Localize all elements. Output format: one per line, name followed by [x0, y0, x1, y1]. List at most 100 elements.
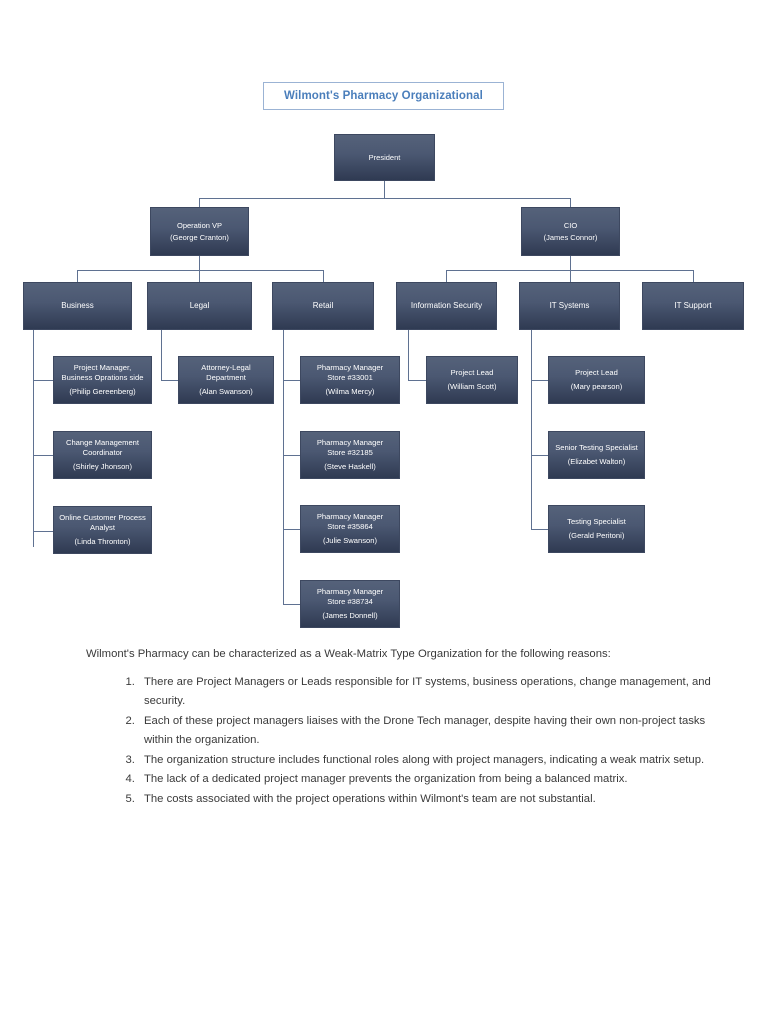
- list-item: There are Project Managers or Leads resp…: [138, 673, 718, 712]
- connector-operationvp-down: [199, 256, 200, 270]
- connector-infosec-stub-1: [408, 380, 426, 381]
- node-infosec-project-lead[interactable]: Project Lead (William Scott): [426, 356, 518, 404]
- node-pharmacy-manager-33001[interactable]: Pharmacy Manager Store #33001 (Wilma Mer…: [300, 356, 400, 404]
- connector-to-it-systems: [570, 270, 571, 282]
- node-senior-testing-specialist[interactable]: Senior Testing Specialist (Elizabet Walt…: [548, 431, 645, 479]
- node-business-2-line2: Coordinator: [82, 448, 123, 458]
- node-president-role: President: [368, 152, 401, 162]
- node-retail-label: Retail: [312, 300, 334, 310]
- node-it-support-label: IT Support: [674, 300, 712, 310]
- connector-to-it-support: [693, 270, 694, 282]
- node-operation-vp[interactable]: Operation VP (George Cranton): [150, 207, 249, 256]
- node-itsys-3-name: (Gerald Peritoni): [568, 530, 625, 540]
- node-testing-specialist[interactable]: Testing Specialist (Gerald Peritoni): [548, 505, 645, 553]
- node-cio-role: CIO: [563, 220, 578, 230]
- node-it-systems[interactable]: IT Systems: [519, 282, 620, 330]
- connector-business-spine: [33, 330, 34, 547]
- connector-itsystems-stub-1: [531, 380, 548, 381]
- node-business[interactable]: Business: [23, 282, 132, 330]
- node-retail-4-name: (James Donnell): [322, 610, 378, 620]
- node-retail-2-line2: Store #32185: [327, 448, 373, 458]
- node-retail-1-name: (Wilma Mercy): [325, 386, 375, 396]
- connector-retail-stub-2: [283, 455, 300, 456]
- chart-title-box: Wilmont's Pharmacy Organizational: [263, 82, 504, 110]
- node-itsys-2-line1: Senior Testing Specialist: [555, 443, 638, 453]
- node-business-1-name: (Philip Gereenberg): [69, 386, 136, 396]
- node-business-project-manager[interactable]: Project Manager, Business Oprations side…: [53, 356, 152, 404]
- node-president[interactable]: President: [334, 134, 435, 181]
- node-legal-1-line2: Department: [206, 373, 246, 383]
- node-business-3-line2: Analyst: [90, 523, 115, 533]
- node-retail-2-name: (Steve Haskell): [324, 461, 376, 471]
- connector-business-stub-3: [33, 531, 53, 532]
- node-legal[interactable]: Legal: [147, 282, 252, 330]
- connector-business-stub-2: [33, 455, 53, 456]
- connector-itsystems-spine: [531, 330, 532, 529]
- node-online-customer-process-analyst[interactable]: Online Customer Process Analyst (Linda T…: [53, 506, 152, 554]
- connector-itsystems-stub-2: [531, 455, 548, 456]
- node-retail-3-line1: Pharmacy Manager: [316, 512, 384, 522]
- connector-legal-stub-1: [161, 380, 178, 381]
- connector-to-information-security: [446, 270, 447, 282]
- node-retail-1-line1: Pharmacy Manager: [316, 363, 384, 373]
- node-itsys-2-name: (Elizabet Walton): [567, 456, 626, 466]
- list-item: The organization structure includes func…: [138, 751, 718, 770]
- connector-president-down: [384, 181, 385, 198]
- node-information-security[interactable]: Information Security: [396, 282, 497, 330]
- reasons-list: There are Project Managers or Leads resp…: [104, 673, 718, 809]
- node-retail-1-line2: Store #33001: [327, 373, 373, 383]
- node-business-2-name: (Shirley Jhonson): [72, 461, 133, 471]
- connector-retail-stub-4: [283, 604, 300, 605]
- connector-tier1-bus: [199, 198, 570, 199]
- node-cio-name: (James Connor): [543, 232, 598, 242]
- list-item: The lack of a dedicated project manager …: [138, 770, 718, 789]
- node-retail-4-line1: Pharmacy Manager: [316, 587, 384, 597]
- node-operation-vp-role: Operation VP: [176, 220, 223, 230]
- node-infosec-1-name: (William Scott): [447, 381, 497, 391]
- node-business-1-line2: Business Oprations side: [61, 373, 144, 383]
- node-retail-3-name: (Julie Swanson): [322, 535, 378, 545]
- node-operation-vp-name: (George Cranton): [170, 232, 229, 242]
- node-it-systems-label: IT Systems: [549, 300, 590, 310]
- connector-to-legal: [199, 270, 200, 282]
- connector-retail-spine: [283, 330, 284, 604]
- list-item: Each of these project managers liaises w…: [138, 712, 718, 751]
- connector-retail-stub-1: [283, 380, 300, 381]
- connector-cio-bus: [446, 270, 693, 271]
- list-item: The costs associated with the project op…: [138, 790, 718, 809]
- node-it-support[interactable]: IT Support: [642, 282, 744, 330]
- node-itsys-1-name: (Mary pearson): [570, 381, 623, 391]
- node-pharmacy-manager-35864[interactable]: Pharmacy Manager Store #35864 (Julie Swa…: [300, 505, 400, 553]
- connector-retail-stub-3: [283, 529, 300, 530]
- node-business-3-name: (Linda Thronton): [74, 536, 131, 546]
- connector-infosec-spine: [408, 330, 409, 380]
- node-change-management-coordinator[interactable]: Change Management Coordinator (Shirley J…: [53, 431, 152, 479]
- node-legal-label: Legal: [189, 300, 210, 310]
- node-pharmacy-manager-32185[interactable]: Pharmacy Manager Store #32185 (Steve Has…: [300, 431, 400, 479]
- node-infosec-1-line1: Project Lead: [450, 368, 494, 378]
- node-retail-2-line1: Pharmacy Manager: [316, 438, 384, 448]
- connector-to-business: [77, 270, 78, 282]
- node-business-1-line1: Project Manager,: [73, 363, 132, 373]
- connector-operationvp-bus: [77, 270, 323, 271]
- page-title: Wilmont's Pharmacy Organizational: [284, 90, 483, 102]
- node-legal-1-line1: Attorney-Legal: [201, 363, 251, 373]
- node-retail-4-line2: Store #38734: [327, 597, 373, 607]
- connector-to-retail: [323, 270, 324, 282]
- connector-to-cio: [570, 198, 571, 207]
- node-pharmacy-manager-38734[interactable]: Pharmacy Manager Store #38734 (James Don…: [300, 580, 400, 628]
- node-itsys-1-line1: Project Lead: [575, 368, 618, 378]
- node-business-label: Business: [61, 300, 94, 310]
- connector-business-stub-1: [33, 380, 53, 381]
- node-retail-3-line2: Store #35864: [327, 522, 373, 532]
- node-cio[interactable]: CIO (James Connor): [521, 207, 620, 256]
- node-retail[interactable]: Retail: [272, 282, 374, 330]
- node-itsystems-project-lead[interactable]: Project Lead (Mary pearson): [548, 356, 645, 404]
- node-information-security-label: Information Security: [410, 300, 483, 310]
- node-itsys-3-line1: Testing Specialist: [567, 517, 626, 527]
- connector-itsystems-stub-3: [531, 529, 548, 530]
- node-attorney-legal-department[interactable]: Attorney-Legal Department (Alan Swanson): [178, 356, 274, 404]
- node-business-2-line1: Change Management: [65, 438, 140, 448]
- connector-to-operation-vp: [199, 198, 200, 207]
